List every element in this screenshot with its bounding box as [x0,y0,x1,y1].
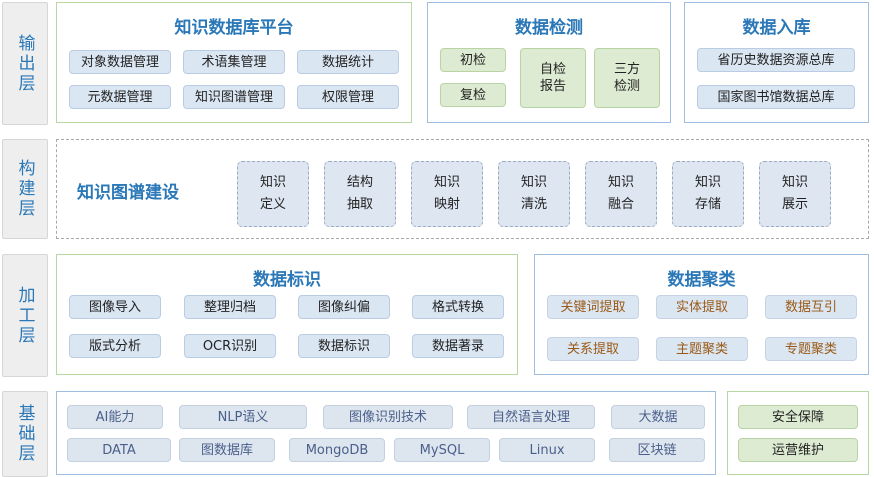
labeling-ocr: OCR识别 [184,334,276,358]
labeling-archive: 整理归档 [184,295,276,319]
inspection-recheck: 复检 [440,83,506,107]
kg-step-define: 知识 定义 [237,161,309,227]
layer-label-base: 基础层 [2,391,48,477]
tech-nlp: NLP语义 [179,405,307,429]
tech-ai: AI能力 [67,405,163,429]
kg-build-title: 知识图谱建设 [77,183,179,203]
labeling-data-tagging: 数据标识 [298,334,390,358]
kb-item-terminology: 术语集管理 [183,50,285,74]
kb-item-object-data: 对象数据管理 [69,50,171,74]
kg-step-clean: 知识 清洗 [498,161,570,227]
inspection-first-check: 初检 [440,48,506,72]
ingest-title: 数据入库 [742,18,811,38]
kb-item-kg-mgmt: 知识图谱管理 [183,85,285,109]
layer-label-output: 输出层 [2,2,48,125]
labeling-layout-analysis: 版式分析 [69,334,161,358]
tech-data: DATA [67,438,171,462]
clustering-cross-reference: 数据互引 [765,295,857,319]
tech-mysql: MySQL [394,438,490,462]
clustering-title: 数据聚类 [667,270,736,290]
tech-graph-db: 图数据库 [179,438,275,462]
labeling-cataloging: 数据著录 [412,334,504,358]
layer-label-process: 加工层 [2,254,48,377]
clustering-entity-extract: 实体提取 [656,295,748,319]
inspection-title: 数据检测 [515,18,583,38]
ingest-national-library-db: 国家图书馆数据总库 [697,85,855,109]
kb-platform-panel: 知识数据库平台 对象数据管理 术语集管理 数据统计 元数据管理 知识图谱管理 权… [56,2,412,123]
layer-label-build: 构建层 [2,139,48,239]
kb-item-statistics: 数据统计 [297,50,399,74]
layer-label-build-text: 构建层 [14,159,35,219]
tech-natural-language: 自然语言处理 [467,405,595,429]
ops-maintenance: 运营维护 [738,438,858,462]
clustering-special-topic: 专题聚类 [765,337,857,361]
labeling-title: 数据标识 [253,270,321,290]
layer-label-base-text: 基础层 [14,404,35,464]
inspection-third-party: 三方 检测 [594,48,660,108]
kg-step-store: 知识 存储 [672,161,744,227]
kb-item-metadata: 元数据管理 [69,85,171,109]
kg-step-map: 知识 映射 [411,161,483,227]
kb-platform-title: 知识数据库平台 [174,18,294,38]
tech-mongodb: MongoDB [289,438,385,462]
ingest-panel: 数据入库 省历史数据资源总库 国家图书馆数据总库 [684,2,869,123]
layer-label-process-text: 加工层 [14,285,35,346]
tech-blockchain: 区块链 [609,438,705,462]
kg-step-display: 知识 展示 [759,161,831,227]
base-tech-panel: AI能力 NLP语义 图像识别技术 自然语言处理 大数据 DATA 图数据库 M… [56,391,716,475]
inspection-panel: 数据检测 初检 复检 自检 报告 三方 检测 [427,2,671,123]
base-ops-panel: 安全保障 运营维护 [727,391,869,475]
labeling-panel: 数据标识 图像导入 整理归档 图像纠偏 格式转换 版式分析 OCR识别 数据标识… [56,254,518,375]
layer-label-output-text: 输出层 [14,33,35,94]
kg-build-panel: 知识图谱建设 知识 定义 结构 抽取 知识 映射 知识 清洗 知识 融合 知识 … [56,139,869,239]
clustering-topic: 主题聚类 [656,337,748,361]
labeling-image-import: 图像导入 [69,295,161,319]
tech-linux: Linux [499,438,595,462]
clustering-keyword-extract: 关键词提取 [547,295,639,319]
ingest-provincial-db: 省历史数据资源总库 [697,48,855,72]
tech-big-data: 大数据 [611,405,705,429]
kg-step-extract: 结构 抽取 [324,161,396,227]
kg-step-fuse: 知识 融合 [585,161,657,227]
tech-image-recognition: 图像识别技术 [323,405,453,429]
labeling-deskew: 图像纠偏 [298,295,390,319]
clustering-relation-extract: 关系提取 [547,337,639,361]
inspection-self-report: 自检 报告 [520,48,586,108]
clustering-panel: 数据聚类 关键词提取 实体提取 数据互引 关系提取 主题聚类 专题聚类 [534,254,869,375]
kb-item-permissions: 权限管理 [297,85,399,109]
labeling-format-convert: 格式转换 [412,295,504,319]
ops-security: 安全保障 [738,405,858,429]
